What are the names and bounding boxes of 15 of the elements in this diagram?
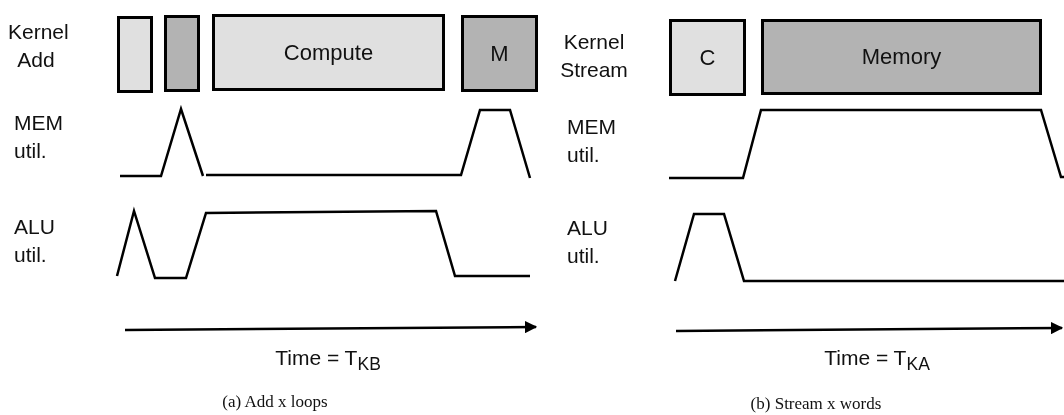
kernel-phase-block: Compute <box>212 14 445 91</box>
kernel-phase-block: Memory <box>761 19 1042 95</box>
row-label: MEM util. <box>14 110 64 164</box>
row-label: ALU util. <box>14 214 56 268</box>
caption: (a) Add x loops <box>222 392 328 412</box>
axis-label: Time = T$_{KB}$ <box>275 346 381 376</box>
kernel-phase-block: M <box>461 15 538 92</box>
caption: (b) Stream x words <box>750 394 882 414</box>
kernel-phase-block: C <box>669 19 746 96</box>
row-label: Kernel Stream <box>559 29 629 83</box>
row-label: ALU util. <box>567 215 609 269</box>
row-label: MEM util. <box>567 114 617 168</box>
kernel-phase-block <box>164 15 200 92</box>
axis-label: Time = T$_{KA}$ <box>824 346 930 376</box>
kernel-phase-block <box>117 16 153 93</box>
